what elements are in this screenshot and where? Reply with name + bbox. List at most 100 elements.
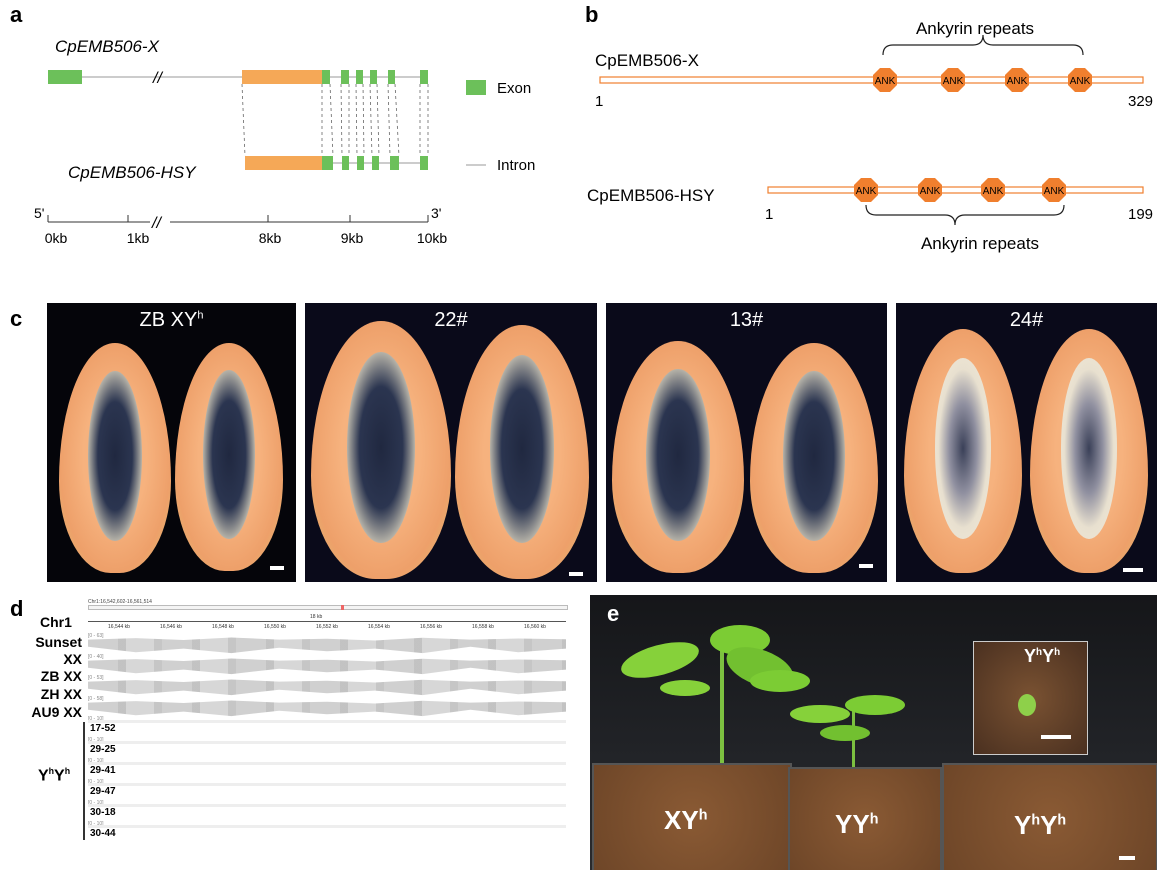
ank-domains-hsy: ANK ANK ANK ANK <box>854 178 1066 202</box>
scale-tick: 10kb <box>417 230 448 246</box>
photo-title: 13# <box>729 309 764 331</box>
track-range: [0 - 10] <box>88 758 104 764</box>
seedling-photo: e XYh YYh YhYh YhYh <box>590 595 1157 870</box>
scale-bar <box>1119 856 1135 860</box>
inset-photo: YhYh <box>973 641 1088 755</box>
pot-label-sup: h <box>1057 812 1067 829</box>
ank-domain <box>941 68 965 92</box>
scale-bar <box>569 572 583 576</box>
sample-track: 30-18 <box>88 804 566 821</box>
pot-label-text: XY <box>664 805 699 835</box>
pot-label: YhYh <box>1014 810 1066 841</box>
protein-x-start: 1 <box>595 93 603 110</box>
track-range: [0 - 63] <box>88 633 104 639</box>
break-mark: // <box>152 70 163 87</box>
repeats-label: Ankyrin repeats <box>921 234 1039 253</box>
scale-tick: 0kb <box>45 230 68 246</box>
ruler-tick: 16,554 kb <box>368 624 390 630</box>
leaf <box>845 695 905 715</box>
pot-label: YYh <box>835 809 878 840</box>
gene-x-label: CpEMB506-X <box>55 37 160 56</box>
protein-x-label: CpEMB506-X <box>595 51 699 70</box>
track-range: [0 - 58] <box>88 696 104 702</box>
papaya-half <box>175 343 283 571</box>
sample-track: 29-47 <box>88 783 566 800</box>
protein-hsy-label: CpEMB506-HSY <box>587 186 715 205</box>
papaya-half <box>455 325 589 579</box>
pot-label-text: Y <box>1014 810 1032 840</box>
papaya-half <box>904 329 1022 573</box>
seedling <box>1018 694 1036 716</box>
pot-label-text: YY <box>835 809 870 839</box>
photo-title: 24# <box>1009 309 1044 331</box>
brace <box>865 204 1065 226</box>
photo-13: 13# <box>606 303 887 582</box>
ruler-tick: 16,548 kb <box>212 624 234 630</box>
pot-yhyh: YhYh <box>942 763 1157 870</box>
scale-bar <box>1041 735 1071 739</box>
leaf <box>617 635 703 685</box>
scale-break-mask <box>150 210 170 226</box>
exons-hsy <box>322 156 428 170</box>
ank-label: ANK <box>983 186 1004 197</box>
inset-label-sup: h <box>1036 647 1043 658</box>
ank-label: ANK <box>920 186 941 197</box>
track-range: [0 - 10] <box>88 716 104 722</box>
leaf <box>660 680 710 696</box>
protein-hsy-bar <box>767 186 1144 194</box>
papaya-half <box>612 341 744 573</box>
leaf <box>790 705 850 723</box>
group-label-sup: h <box>64 766 71 776</box>
scale-bar <box>1123 568 1143 572</box>
pot-label: XYh <box>664 805 707 836</box>
protein-hsy-end: 199 <box>1128 206 1153 223</box>
group-label-sup: h <box>48 766 55 776</box>
ank-label: ANK <box>856 186 877 197</box>
ank-label: ANK <box>1070 76 1091 87</box>
scale-tick: 8kb <box>259 230 282 246</box>
pot-label-sup: h <box>1031 812 1041 829</box>
scale-bar <box>270 566 284 570</box>
ruler-tick: 16,544 kb <box>108 624 130 630</box>
coverage-track <box>88 637 566 654</box>
scale-tick: 9kb <box>341 230 364 246</box>
coverage-track <box>88 679 566 696</box>
utr <box>242 70 322 84</box>
ruler-tick: 16,556 kb <box>420 624 442 630</box>
papaya-half <box>59 343 171 573</box>
exons-x <box>322 70 428 84</box>
sample-track: 17-52 <box>88 720 566 737</box>
papaya-half <box>750 343 878 573</box>
inset-label-text: Y <box>1042 646 1055 666</box>
track-range: [0 - 40] <box>88 654 104 660</box>
alignment-lines <box>241 83 429 157</box>
scale-tick: 1kb <box>127 230 150 246</box>
ruler-tick: 16,560 kb <box>524 624 546 630</box>
ank-domain <box>1068 68 1092 92</box>
track-range: [0 - 10] <box>88 821 104 827</box>
five-prime: 5' <box>34 205 44 221</box>
leaf <box>820 725 870 741</box>
track-label: Sunset <box>35 634 82 650</box>
inset-label-sup: h <box>1054 647 1061 658</box>
plant-stem <box>720 635 724 775</box>
locus-marker <box>341 605 344 610</box>
ank-label: ANK <box>1044 186 1065 197</box>
group-label-text: Y <box>38 767 49 785</box>
coverage-track <box>88 700 566 717</box>
ank-domain <box>854 178 878 202</box>
track-range: [0 - 10] <box>88 779 104 785</box>
scale-break-mark: // <box>151 215 162 232</box>
group-label-text: Y <box>54 767 65 785</box>
ruler-tick: 16,558 kb <box>472 624 494 630</box>
track-label: ZH XX <box>40 686 82 702</box>
ank-label: ANK <box>1007 76 1028 87</box>
papaya-half <box>1030 329 1148 573</box>
pot-yyh: YYh <box>788 767 942 870</box>
panel-label-b: b <box>585 2 599 27</box>
photo-24: 24# <box>896 303 1157 582</box>
exon <box>48 70 82 84</box>
photo-zb-xyh: ZB XYh <box>47 303 296 582</box>
